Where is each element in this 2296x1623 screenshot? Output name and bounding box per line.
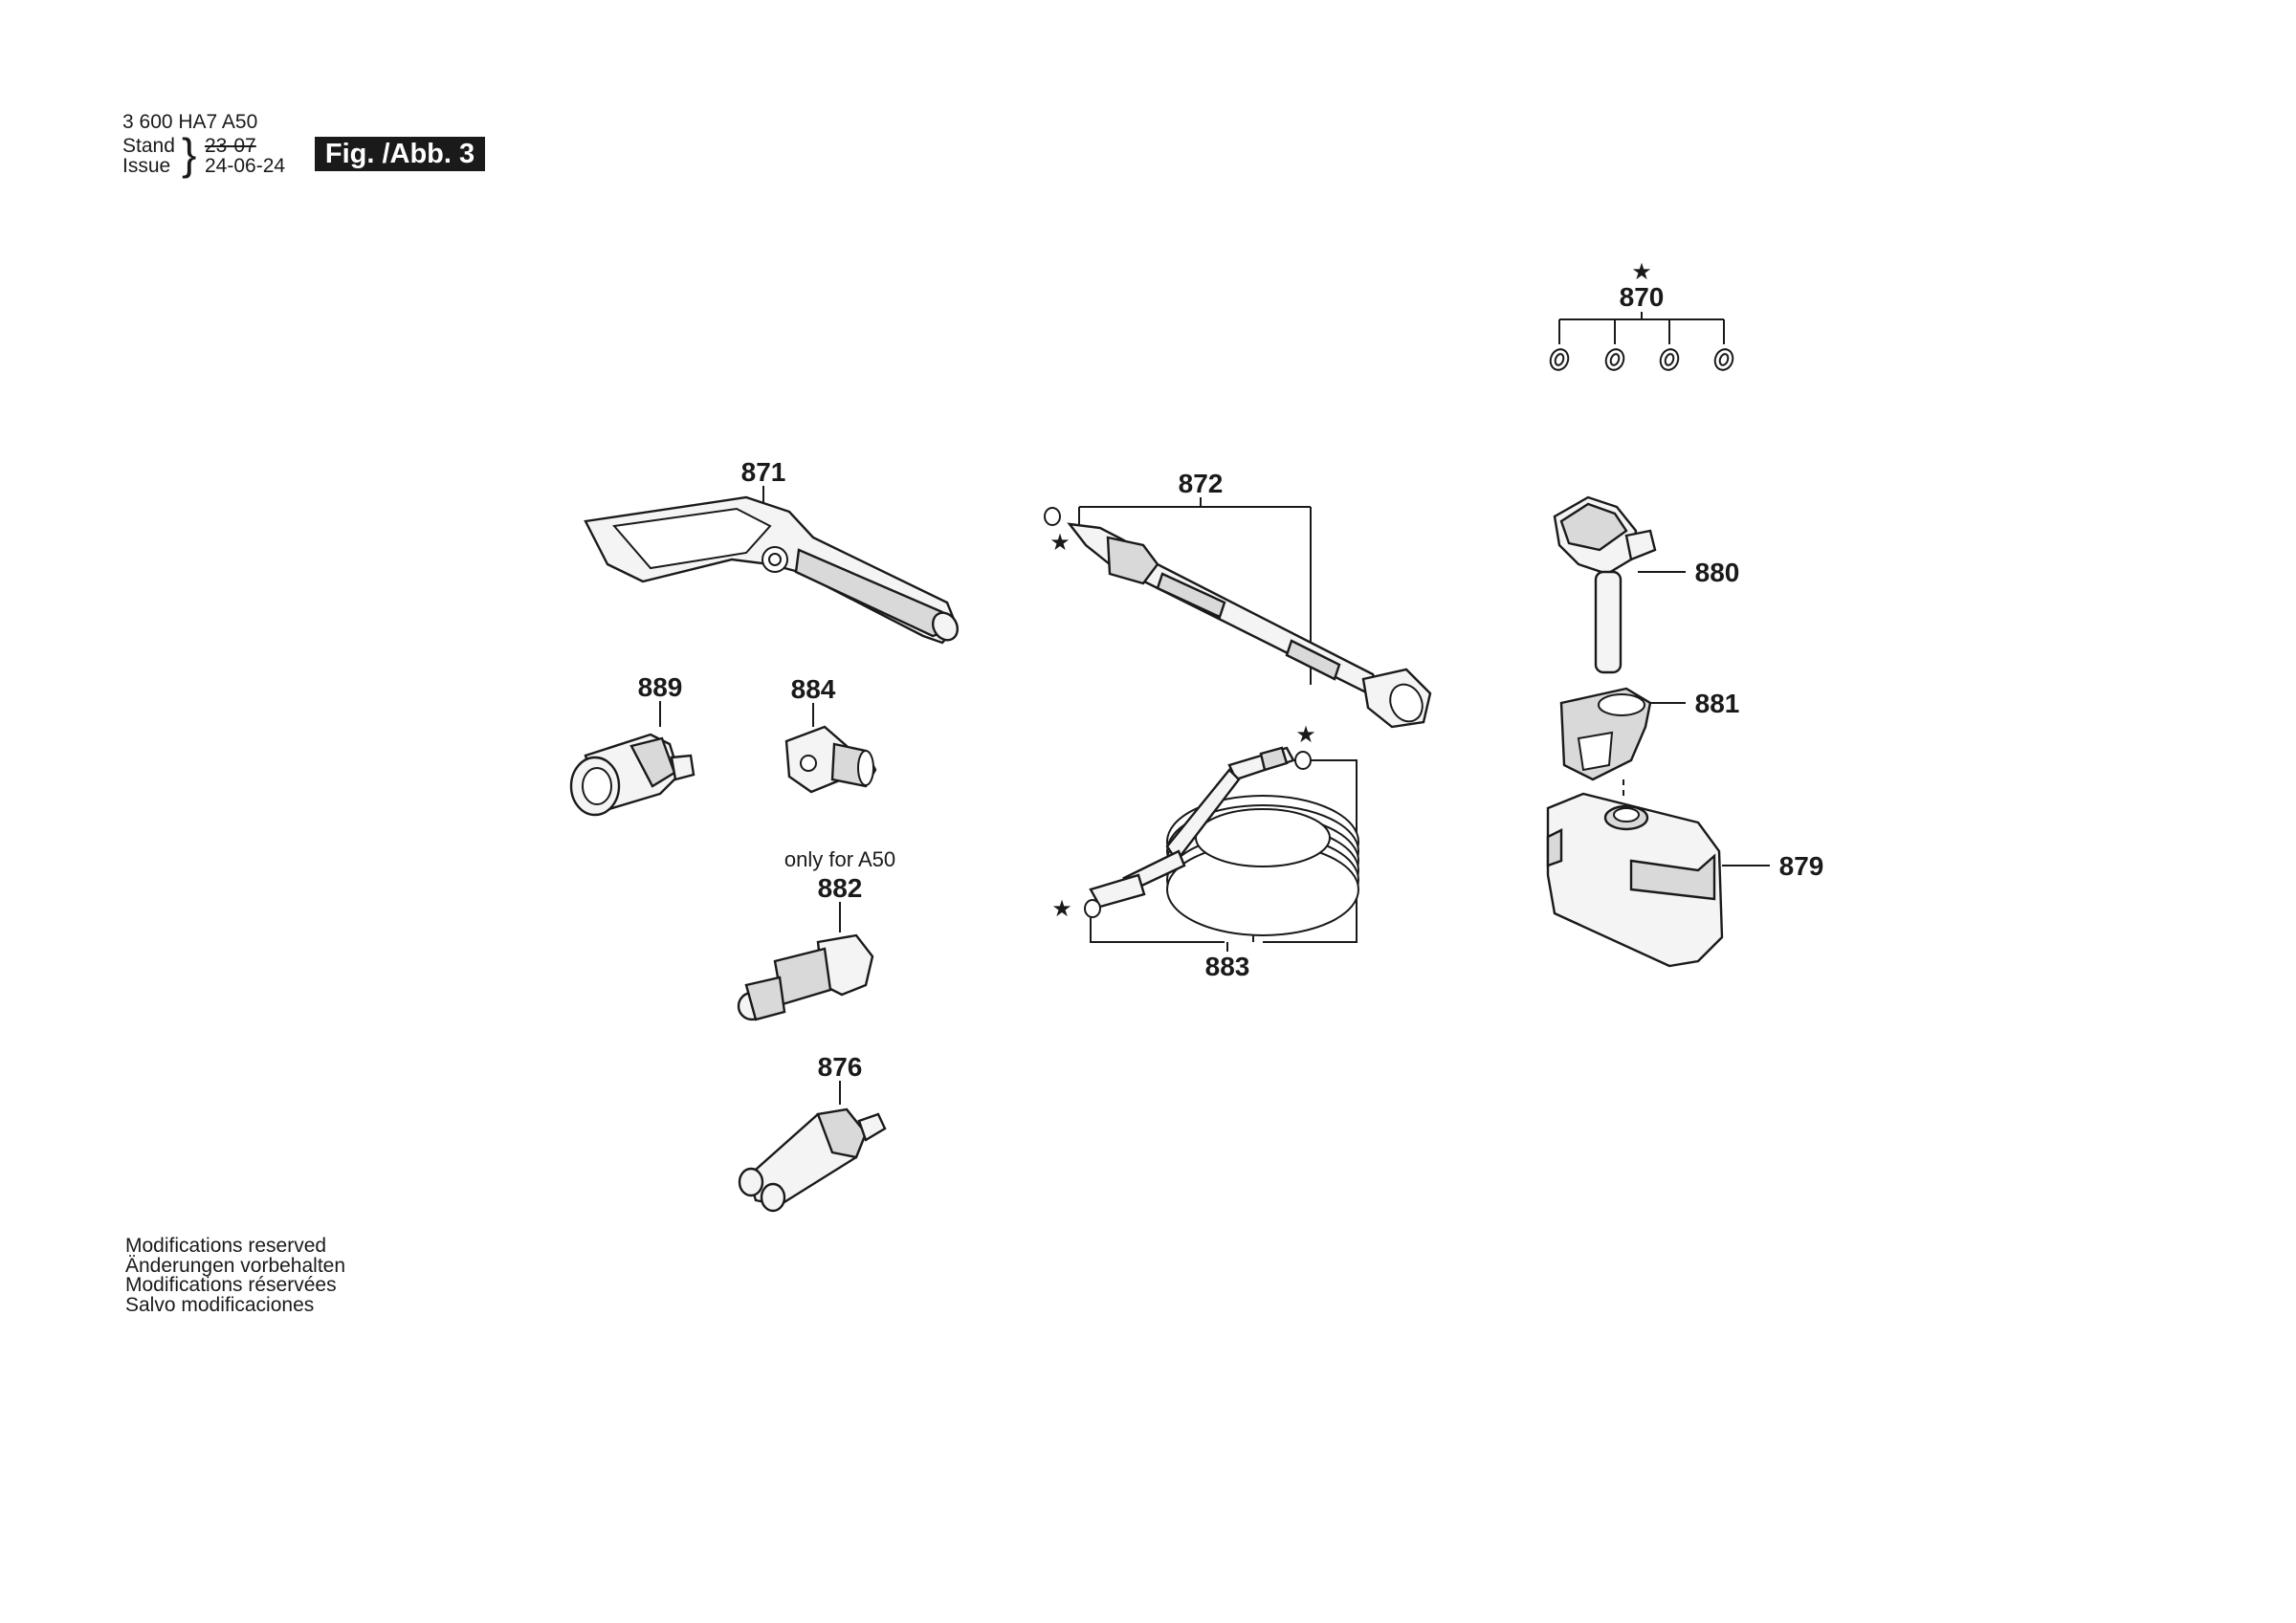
part-label-871: 871 <box>741 457 786 487</box>
part-label-884: 884 <box>791 674 836 704</box>
hose-coil <box>1166 795 1359 936</box>
notice-line-de: Änderungen vorbehalten <box>125 1254 346 1277</box>
part-label-879: 879 <box>1779 851 1824 881</box>
star-symbol-883a: ★ <box>1295 721 1316 748</box>
part-884-adapter-fitting: 884 <box>784 674 877 794</box>
star-symbol-870: ★ <box>1631 258 1652 285</box>
part-label-889: 889 <box>638 672 683 702</box>
part-label-881: 881 <box>1695 689 1740 718</box>
issue-date: 24-06-24 <box>205 155 286 177</box>
stand-date: 23-07 <box>205 135 256 157</box>
part-881-adapter: 881 <box>1559 687 1740 799</box>
notice-line-fr: Modifications réservées <box>125 1274 337 1296</box>
part-882-nozzle-adapter: only for A50 882 <box>737 847 895 1021</box>
part-876-multi-nozzle: 876 <box>738 1052 887 1213</box>
part-880-foam-nozzle: 880 <box>1553 495 1740 674</box>
notice-line-en: Modifications reserved <box>125 1235 327 1257</box>
part-label-872: 872 <box>1179 469 1224 498</box>
brace-glyph: } <box>182 129 197 179</box>
issue-label: Issue <box>122 155 171 177</box>
star-symbol-883b: ★ <box>1051 895 1072 922</box>
stand-label: Stand <box>122 135 175 157</box>
figure-label: Fig. /Abb. 3 <box>315 137 485 171</box>
part-note-882: only for A50 <box>784 847 895 871</box>
part-label-876: 876 <box>818 1052 863 1082</box>
part-883-hose: ★ ★ 883 <box>1051 721 1359 981</box>
part-879-detergent-tank: 879 <box>1546 792 1824 968</box>
star-symbol-872: ★ <box>1049 529 1071 556</box>
part-872-spray-lance: 872 ★ <box>1044 469 1432 729</box>
part-label-882: 882 <box>818 873 863 903</box>
part-label-870: 870 <box>1620 282 1665 312</box>
part-889-quick-connector: 889 <box>569 672 695 817</box>
document-code: 3 600 HA7 A50 <box>122 111 258 133</box>
modifications-notice: Modifications reserved Änderungen vorbeh… <box>125 1235 346 1316</box>
part-871-spray-gun: 871 <box>584 457 960 645</box>
part-label-883: 883 <box>1205 952 1250 981</box>
notice-line-es: Salvo modificaciones <box>125 1293 315 1316</box>
part-870-orings: ★ 870 <box>1549 258 1734 371</box>
part-label-880: 880 <box>1695 558 1740 587</box>
